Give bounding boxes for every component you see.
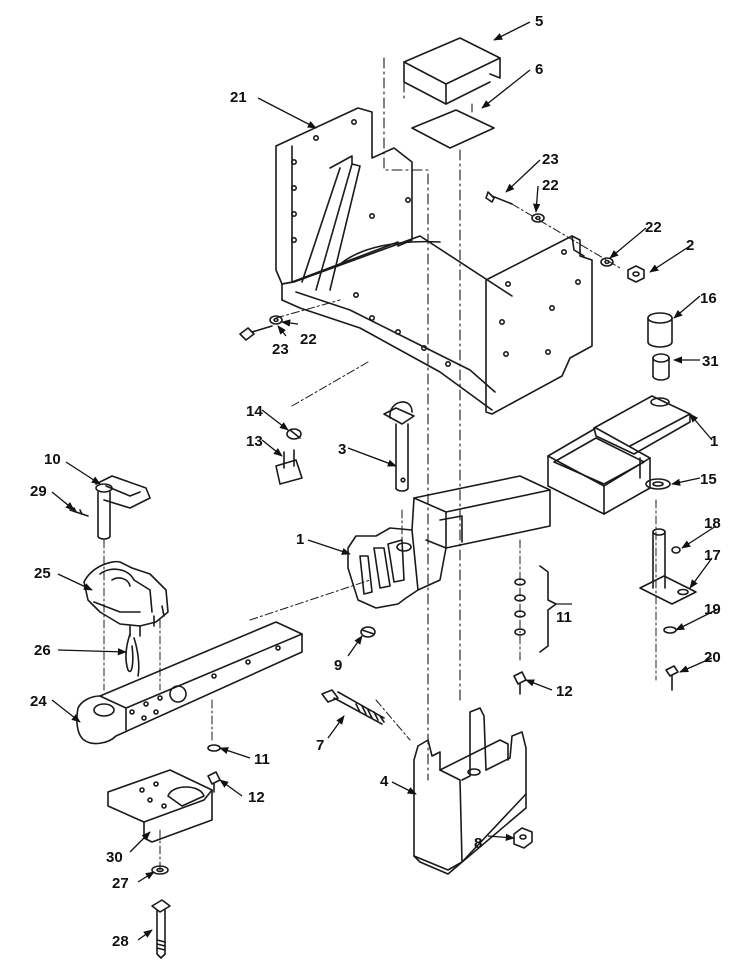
part-mount-plate-right	[485, 235, 593, 415]
callout-31: 31	[702, 353, 719, 370]
part-bolt-23-upper	[485, 191, 513, 205]
callout-22-right: 22	[645, 219, 662, 236]
part-receiver-tube-main	[347, 475, 551, 609]
part-hitch-coupler-25	[83, 560, 169, 637]
callout-27: 27	[112, 875, 129, 892]
callout-5: 5	[535, 13, 543, 30]
part-receiver-tube-right	[547, 395, 691, 515]
callout-14: 14	[246, 403, 263, 420]
callout-26: 26	[34, 642, 51, 659]
part-long-bolt-7	[321, 689, 385, 725]
leader-lines	[51, 21, 717, 941]
callout-11-left: 11	[254, 751, 270, 768]
part-washer-27	[151, 865, 169, 875]
assembly-centerline	[383, 57, 473, 781]
part-washer-11-left	[207, 744, 221, 752]
callout-3: 3	[338, 441, 346, 458]
part-plate-6	[411, 109, 495, 149]
part-bolt-28	[151, 899, 171, 959]
part-nut-2	[627, 265, 645, 283]
part-washer-stack-11	[514, 565, 557, 653]
callout-11-right: 11	[556, 609, 572, 626]
part-cap-5	[403, 37, 501, 105]
callout-22-upper: 22	[542, 177, 559, 194]
part-u-bracket-4	[413, 707, 527, 875]
callout-17: 17	[704, 547, 721, 564]
part-bolt-23-lower	[239, 325, 273, 341]
callout-16: 16	[700, 290, 717, 307]
callout-19: 19	[704, 601, 721, 618]
part-clip-9	[360, 626, 376, 638]
callout-23-upper: 23	[542, 151, 559, 168]
part-mount-plate-21	[275, 107, 513, 411]
bolt-centerlines	[103, 203, 657, 871]
part-bolt-12-right	[513, 671, 527, 695]
part-hitch-pin-10	[95, 475, 151, 540]
callout-23-lower: 23	[272, 341, 289, 358]
part-washer-22-upper	[531, 213, 545, 223]
part-clip-14	[286, 428, 302, 440]
callout-18: 18	[704, 515, 721, 532]
callout-15: 15	[700, 471, 717, 488]
part-pin-17	[639, 528, 697, 605]
part-bushing-31	[652, 353, 670, 381]
callout-1-right: 1	[710, 433, 718, 450]
callout-6: 6	[535, 61, 543, 78]
part-key-13	[275, 449, 303, 485]
callout-7: 7	[316, 737, 324, 754]
callout-29: 29	[30, 483, 47, 500]
part-spring-26	[125, 633, 140, 677]
callout-2: 2	[686, 237, 694, 254]
part-pin-3	[383, 401, 415, 492]
callout-8: 8	[474, 835, 482, 852]
part-nut-18	[671, 546, 681, 554]
callout-12-right: 12	[556, 683, 573, 700]
part-plate-30	[107, 769, 213, 843]
callout-28: 28	[112, 933, 129, 950]
callout-10: 10	[44, 451, 61, 468]
part-nut-8	[513, 827, 533, 849]
callout-13: 13	[246, 433, 263, 450]
callout-20: 20	[704, 649, 721, 666]
callout-1-main: 1	[296, 531, 304, 548]
callout-30: 30	[106, 849, 123, 866]
part-drawbar-24	[76, 621, 303, 745]
callout-12-left: 12	[248, 789, 265, 806]
callout-22-lower: 22	[300, 331, 317, 348]
part-washer-19	[663, 626, 677, 634]
callout-labels: 5 6 21 23 22 22 2 16 31 23 22 1 15 18 17…	[30, 13, 721, 950]
callout-4: 4	[380, 773, 389, 790]
part-bushing-16	[647, 312, 673, 348]
callout-25: 25	[34, 565, 51, 582]
part-washer-15	[645, 478, 671, 490]
part-bolt-20	[665, 665, 679, 691]
callout-21: 21	[230, 89, 247, 106]
callout-24: 24	[30, 693, 47, 710]
callout-9: 9	[334, 657, 342, 674]
part-washer-22-right	[600, 257, 614, 267]
